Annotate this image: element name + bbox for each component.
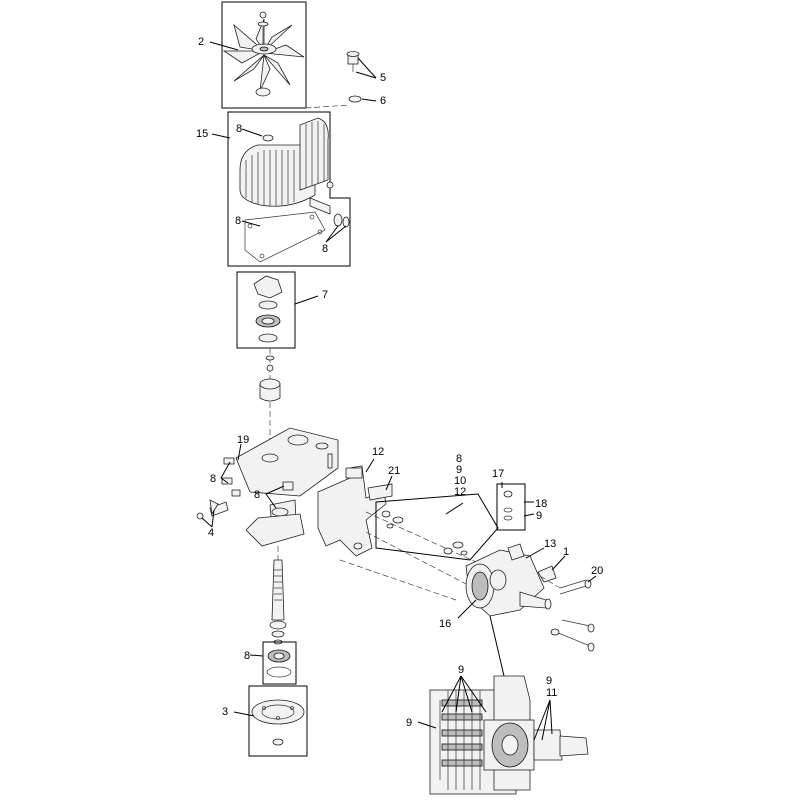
callout-8c: 8 <box>322 243 328 255</box>
callout-9b: 9 <box>536 510 542 522</box>
fan-plate <box>233 685 308 757</box>
callout-10: 10 <box>454 475 466 487</box>
callout-9e: 9 <box>406 717 412 729</box>
bearing-box-frame <box>262 641 297 685</box>
callout-1: 1 <box>563 546 569 558</box>
callout-9c: 9 <box>458 664 464 676</box>
callout-11: 11 <box>546 687 557 699</box>
callout-2: 2 <box>198 36 204 48</box>
callout-9d: 9 <box>546 675 552 687</box>
bearing-kit <box>236 271 319 349</box>
cap-and-ring <box>346 51 377 103</box>
callout-17: 17 <box>492 468 504 480</box>
bearing-frame <box>236 271 296 349</box>
callout-labels: 2 5 6 15 8 8 8 7 19 8 8 4 12 21 8 9 10 1… <box>196 36 603 729</box>
motor-assembly <box>457 543 597 652</box>
small-kit <box>496 482 535 531</box>
center-section <box>317 458 477 601</box>
callout-8g: 8 <box>244 650 250 662</box>
callout-8d: 8 <box>210 473 216 485</box>
callout-20: 20 <box>591 565 603 577</box>
main-block <box>196 427 339 547</box>
callout-7: 7 <box>322 289 328 301</box>
callout-8e: 8 <box>254 489 260 501</box>
plate-frame <box>248 685 308 757</box>
seal-kit-frame <box>375 493 499 561</box>
callout-8f: 8 <box>456 453 462 465</box>
callout-19: 19 <box>237 434 249 446</box>
seal-kit <box>375 493 499 561</box>
callout-8b: 8 <box>235 215 241 227</box>
callout-4: 4 <box>208 527 214 539</box>
bearing-box <box>249 641 297 685</box>
callout-9a: 9 <box>456 464 462 476</box>
input-shaft <box>269 546 287 645</box>
detail-section-view <box>417 615 589 795</box>
callout-12a: 12 <box>372 446 384 458</box>
small-kit-frame <box>496 483 526 531</box>
callout-15: 15 <box>196 128 208 140</box>
cylinder-housing-group <box>211 104 351 267</box>
callout-21: 21 <box>388 465 400 477</box>
fan-frame <box>221 1 307 109</box>
coupling <box>259 348 281 440</box>
fan-assembly <box>209 1 307 109</box>
callout-3: 3 <box>222 706 228 718</box>
callout-8a: 8 <box>236 123 242 135</box>
callout-16: 16 <box>439 618 451 630</box>
callout-6: 6 <box>380 95 386 107</box>
callout-5: 5 <box>380 72 386 84</box>
callout-13: 13 <box>544 538 556 550</box>
callout-18: 18 <box>535 498 547 510</box>
callout-12b: 12 <box>454 486 466 498</box>
housing-frame <box>227 111 351 267</box>
